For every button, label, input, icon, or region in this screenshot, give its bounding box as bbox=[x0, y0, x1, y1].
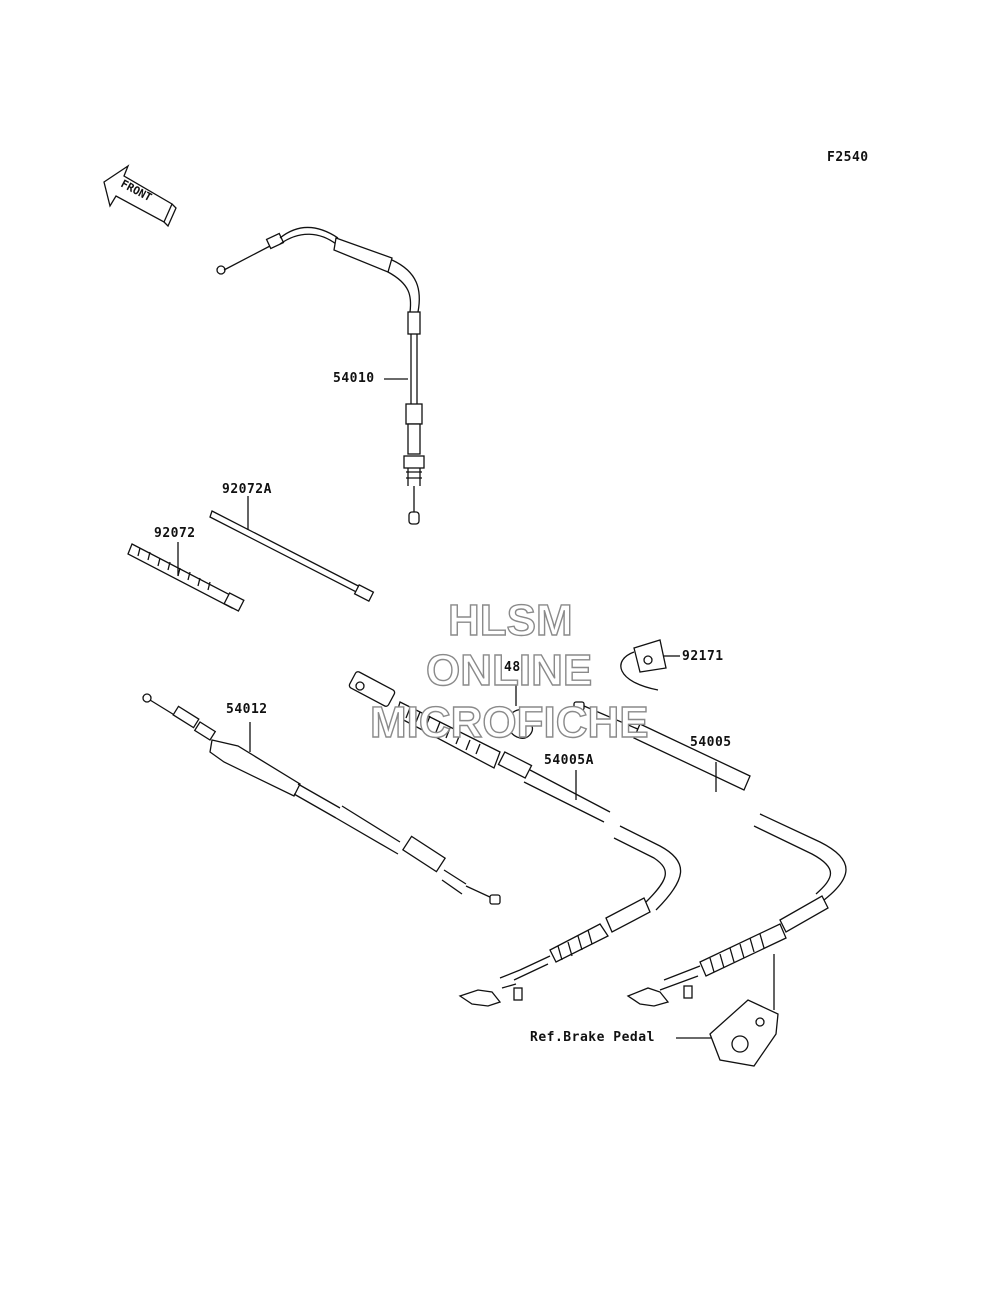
watermark-line-2: ONLINE bbox=[425, 645, 593, 695]
figure-code: F2540 bbox=[827, 150, 869, 165]
front-arrow-icon: FRONT bbox=[103, 164, 177, 228]
part-number-54010[interactable]: 54010 bbox=[333, 371, 375, 386]
part-number-54012[interactable]: 54012 bbox=[226, 702, 268, 717]
watermark-line-3: MICROFICHE bbox=[369, 697, 649, 747]
throttle-cable-lower-drawing bbox=[142, 693, 501, 905]
part-number-92072a[interactable]: 92072A bbox=[222, 482, 272, 497]
ref-brake-pedal-label: Ref.Brake Pedal bbox=[530, 1030, 655, 1045]
part-number-92171[interactable]: 92171 bbox=[682, 649, 724, 664]
brake-cable-a-drawing bbox=[348, 671, 682, 1007]
clip-drawing bbox=[620, 639, 680, 691]
circlip-drawing bbox=[507, 680, 534, 739]
clamp-long-drawing bbox=[209, 496, 375, 602]
part-number-54005a[interactable]: 54005A bbox=[544, 753, 594, 768]
clamp-short-drawing bbox=[127, 542, 245, 612]
throttle-cable-upper-drawing bbox=[216, 226, 425, 525]
watermark-line-1: HLSM bbox=[447, 595, 573, 645]
part-number-482[interactable]: 482 bbox=[504, 660, 529, 675]
brake-pedal-bracket-drawing bbox=[676, 999, 779, 1067]
brake-cable-drawing bbox=[573, 701, 847, 1010]
part-number-92072[interactable]: 92072 bbox=[154, 526, 196, 541]
part-number-54005[interactable]: 54005 bbox=[690, 735, 732, 750]
